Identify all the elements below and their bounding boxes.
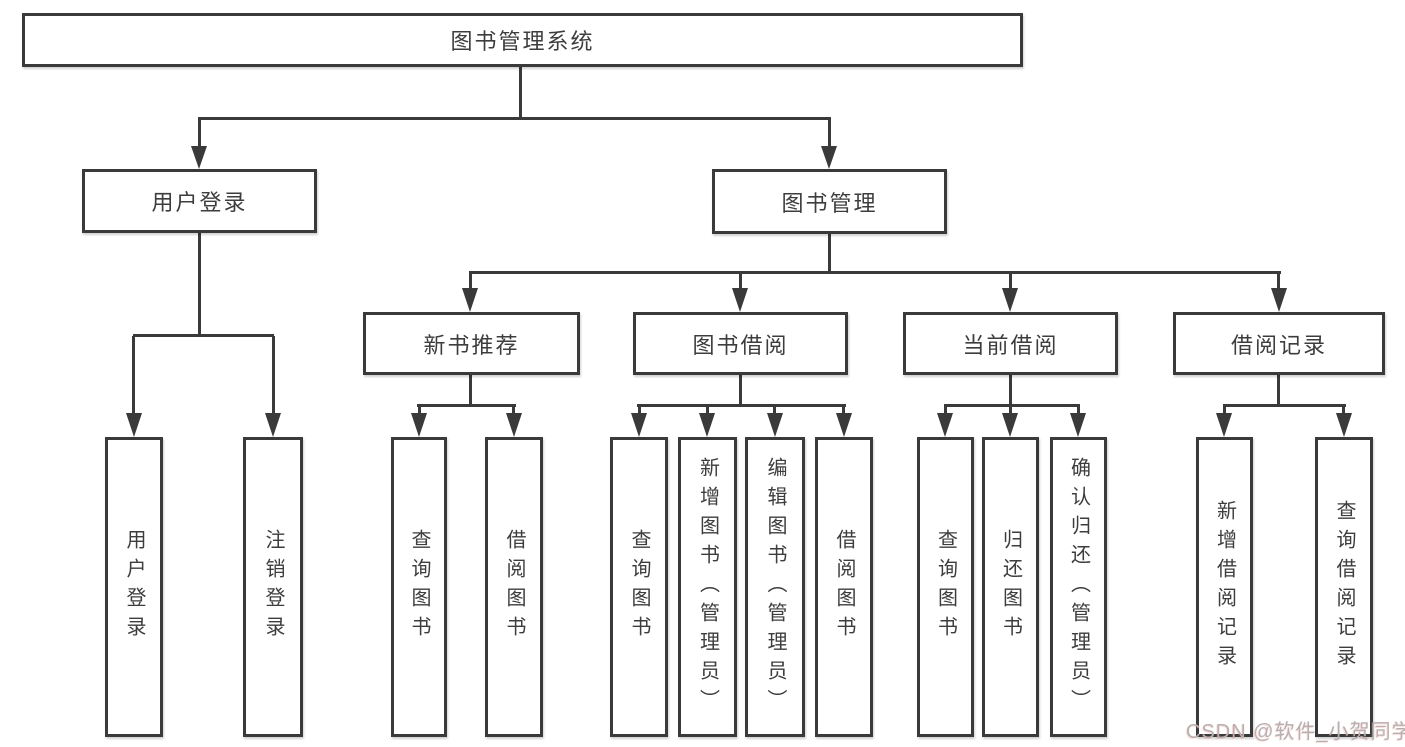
- leaf-add-book-admin-label: 新增图书（管理员）: [696, 456, 719, 718]
- arrow-down-icon: [937, 413, 953, 437]
- node-book-management: 图书管理: [712, 169, 947, 234]
- node-book-borrow-label: 图书借阅: [692, 332, 789, 358]
- connector-line: [739, 375, 742, 407]
- leaf-query-book-current-label: 查询图书: [934, 529, 957, 645]
- connector-line: [198, 117, 831, 120]
- connector-line: [1009, 273, 1012, 289]
- arrow-down-icon: [631, 413, 647, 437]
- arrow-down-icon: [265, 413, 281, 437]
- leaf-user-login-label: 用户登录: [123, 529, 145, 645]
- leaf-query-book-borrow-label: 查询图书: [628, 529, 650, 645]
- arrow-down-icon: [767, 413, 783, 437]
- connector-line: [842, 406, 845, 415]
- leaf-add-borrow-record-label: 新增借阅记录: [1213, 500, 1236, 674]
- arrow-down-icon: [1002, 413, 1018, 437]
- leaf-logout-login: 注销登录: [243, 437, 303, 737]
- csdn-watermark: CSDN @软件_小贺同学: [1186, 721, 1405, 743]
- connector-line: [637, 404, 846, 407]
- leaf-add-borrow-record: 新增借阅记录: [1196, 437, 1253, 737]
- arrow-down-icon: [191, 146, 207, 169]
- node-book-borrow: 图书借阅: [633, 312, 848, 375]
- arrow-down-icon: [411, 413, 427, 437]
- connector-line: [519, 67, 522, 118]
- connector-line: [773, 406, 776, 415]
- leaf-logout-login-label: 注销登录: [262, 529, 284, 645]
- connector-line: [198, 119, 201, 147]
- connector-line: [469, 273, 472, 289]
- arrow-down-icon: [462, 288, 478, 312]
- node-borrow-record-label: 借阅记录: [1230, 332, 1327, 358]
- arrow-down-icon: [1070, 413, 1086, 437]
- connector-line: [1223, 404, 1346, 407]
- leaf-borrow-book-recommend-label: 借阅图书: [503, 529, 525, 645]
- node-book-management-label: 图书管理: [781, 190, 878, 216]
- leaf-confirm-return-admin: 确认归还（管理员）: [1050, 437, 1107, 737]
- leaf-user-login: 用户登录: [105, 437, 163, 737]
- arrow-down-icon: [836, 413, 852, 437]
- connector-line: [1342, 406, 1345, 415]
- connector-line: [1223, 406, 1226, 415]
- connector-line: [828, 234, 831, 274]
- node-current-borrow-label: 当前借阅: [962, 332, 1059, 358]
- connector-line: [1277, 273, 1280, 289]
- leaf-confirm-return-admin-label: 确认归还（管理员）: [1067, 456, 1090, 718]
- arrow-down-icon: [1336, 413, 1352, 437]
- arrow-down-icon: [732, 288, 748, 312]
- arrow-down-icon: [506, 413, 522, 437]
- leaf-query-book-recommend: 查询图书: [391, 437, 447, 737]
- leaf-query-book-current: 查询图书: [917, 437, 974, 737]
- leaf-borrow-book-label: 借阅图书: [833, 529, 855, 645]
- connector-line: [1277, 375, 1280, 407]
- leaf-edit-book-admin: 编辑图书（管理员）: [745, 437, 805, 737]
- arrow-down-icon: [1002, 288, 1018, 312]
- leaf-edit-book-admin-label: 编辑图书（管理员）: [764, 456, 786, 718]
- arrow-down-icon: [821, 146, 837, 169]
- leaf-add-book-admin: 新增图书（管理员）: [678, 437, 737, 737]
- connector-line: [1009, 406, 1012, 415]
- connector-line: [944, 406, 947, 415]
- connector-line: [706, 406, 709, 415]
- node-user-login: 用户登录: [82, 169, 317, 233]
- connector-line: [1009, 375, 1012, 407]
- connector-line: [418, 406, 421, 415]
- node-root-label: 图书管理系统: [450, 29, 595, 54]
- node-user-login-label: 用户登录: [151, 190, 248, 215]
- connector-line: [739, 273, 742, 289]
- node-new-book-recommend-label: 新书推荐: [423, 332, 520, 358]
- connector-line: [638, 406, 641, 415]
- node-borrow-record: 借阅记录: [1173, 312, 1385, 375]
- leaf-query-borrow-record-label: 查询借阅记录: [1333, 500, 1355, 674]
- connector-line: [132, 336, 135, 415]
- leaf-return-book: 归还图书: [982, 437, 1039, 737]
- leaf-query-book-borrow: 查询图书: [610, 437, 668, 737]
- connector-line: [133, 334, 274, 337]
- connector-line: [944, 404, 1080, 407]
- leaf-borrow-book: 借阅图书: [815, 437, 873, 737]
- node-root: 图书管理系统: [22, 13, 1023, 67]
- arrow-down-icon: [1216, 413, 1232, 437]
- arrow-down-icon: [1271, 288, 1287, 312]
- connector-line: [1077, 406, 1080, 415]
- connector-line: [417, 404, 516, 407]
- connector-line: [272, 336, 275, 415]
- connector-line: [512, 406, 515, 415]
- leaf-query-borrow-record: 查询借阅记录: [1315, 437, 1373, 737]
- leaf-query-book-recommend-label: 查询图书: [408, 529, 430, 645]
- leaf-borrow-book-recommend: 借阅图书: [485, 437, 543, 737]
- arrow-down-icon: [126, 413, 142, 437]
- leaf-return-book-label: 归还图书: [999, 529, 1022, 645]
- connector-line: [198, 233, 201, 337]
- node-new-book-recommend: 新书推荐: [363, 312, 580, 375]
- arrow-down-icon: [699, 413, 715, 437]
- connector-line: [469, 271, 1281, 274]
- connector-line: [828, 119, 831, 147]
- connector-line: [469, 375, 472, 407]
- node-current-borrow: 当前借阅: [903, 312, 1118, 375]
